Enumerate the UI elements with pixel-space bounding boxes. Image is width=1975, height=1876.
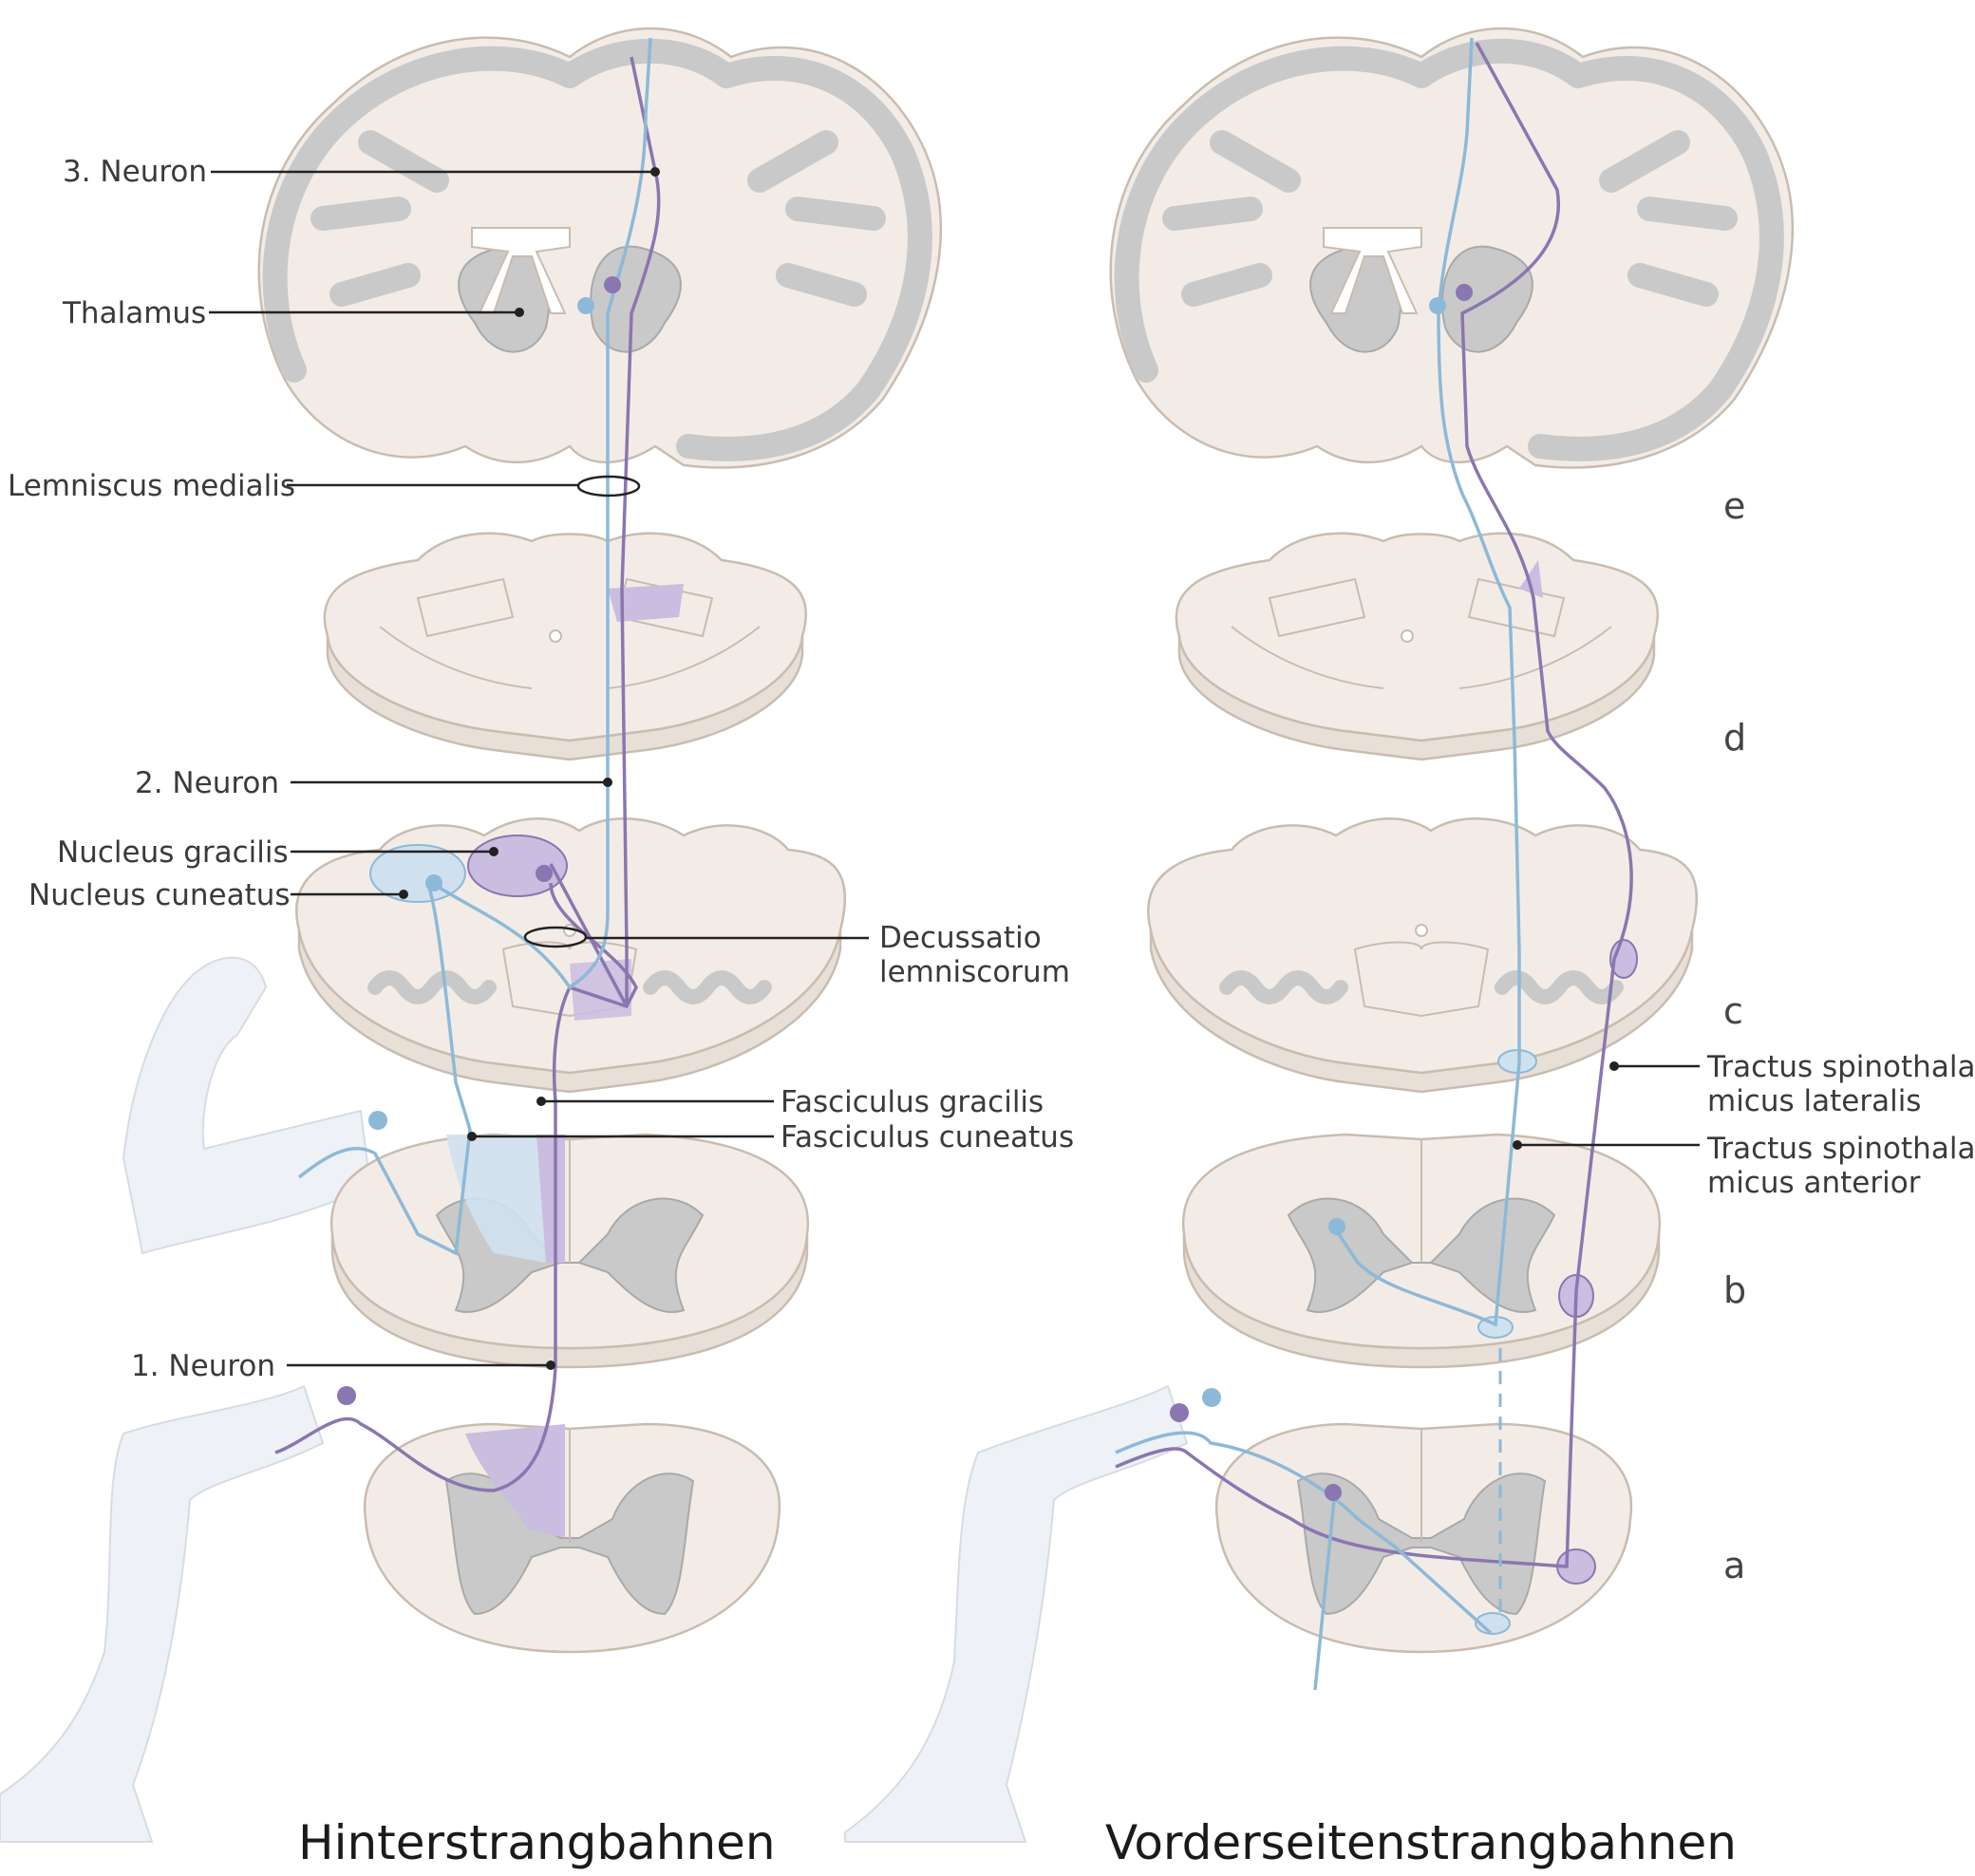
label-nucleus-cuneatus: Nucleus cuneatus	[28, 878, 291, 912]
pons-slice-right	[1175, 532, 1660, 761]
blue-pathway-right	[1115, 37, 1521, 1691]
level-d: d	[1723, 717, 1746, 759]
label-thalamus: Thalamus	[62, 296, 206, 330]
arm-silhouette	[122, 956, 372, 1255]
right-panel-vorderseitenstrangbahnen: Tractus spinothala- micus lateralis Trac…	[844, 28, 1975, 1870]
cervical-cord-slice-right	[1181, 1133, 1662, 1369]
cell-body-blue-thalamus	[577, 297, 594, 314]
brain-slice-left	[259, 28, 941, 467]
label-2-neuron: 2. Neuron	[135, 766, 279, 800]
cell-body-blue-leg-right	[1202, 1388, 1221, 1407]
cell-body-violet-thalamus-right	[1456, 284, 1473, 301]
cell-body-violet-leg	[337, 1386, 356, 1405]
pons-slice-left	[323, 532, 808, 761]
title-vorderseitenstrangbahnen: Vorderseitenstrangbahnen	[1105, 1815, 1737, 1870]
label-decussatio-line2: lemniscorum	[879, 955, 1070, 989]
cell-body-blue-cervical-right	[1328, 1218, 1345, 1235]
level-b: b	[1723, 1269, 1746, 1311]
level-a: a	[1723, 1545, 1745, 1586]
blue-pathway-left	[297, 37, 652, 1256]
cervical-cord-slice-left	[329, 1133, 810, 1369]
label-tractus-lateralis-line1: Tractus spinothala-	[1706, 1050, 1975, 1084]
leg-silhouette-right	[844, 1384, 1189, 1843]
label-3-neuron: 3. Neuron	[63, 155, 207, 189]
label-1-neuron: 1. Neuron	[131, 1349, 275, 1383]
brain-slice-right	[1111, 28, 1793, 467]
cell-body-violet-lumbar-right	[1325, 1484, 1342, 1501]
title-hinterstrangbahnen: Hinterstrangbahnen	[298, 1815, 776, 1870]
label-tractus-anterior-line2: micus anterior	[1707, 1166, 1921, 1200]
fasciculus-gracilis-shape	[536, 1135, 565, 1263]
fasciculus-cuneatus-shape	[446, 1135, 546, 1263]
label-lemniscus-medialis: Lemniscus medialis	[8, 469, 295, 503]
cell-body-blue-thalamus-right	[1429, 297, 1446, 314]
label-fasciculus-gracilis: Fasciculus gracilis	[781, 1085, 1044, 1119]
lumbar-cord-slice-left	[363, 1422, 781, 1654]
label-decussatio-line1: Decussatio	[879, 921, 1042, 955]
pons-lateral-area	[1519, 560, 1543, 598]
cell-body-blue-nucleus	[425, 874, 442, 891]
label-fasciculus-cuneatus: Fasciculus cuneatus	[781, 1120, 1074, 1154]
label-tractus-lateralis-line2: micus lateralis	[1707, 1084, 1921, 1118]
leader-lines-right	[1513, 1061, 1700, 1150]
lemniscus-area-shape	[608, 584, 684, 622]
violet-pathway-right	[1115, 42, 1633, 1568]
cell-body-violet-leg-right	[1170, 1403, 1189, 1422]
cell-body-violet-thalamus	[604, 276, 621, 293]
leader-lines-left	[209, 167, 869, 1370]
level-e: e	[1723, 485, 1745, 527]
cell-body-violet-nucleus	[536, 865, 553, 882]
label-tractus-anterior-line1: Tractus spinothala-	[1706, 1132, 1975, 1166]
leg-silhouette	[0, 1384, 325, 1843]
lemniscus-medialis-marker	[576, 475, 641, 497]
label-nucleus-gracilis: Nucleus gracilis	[57, 835, 289, 870]
left-panel-hinterstrangbahnen: 3. Neuron Thalamus Lemniscus medialis 2.…	[0, 28, 1074, 1870]
level-c: c	[1723, 990, 1743, 1032]
violet-pathway-left	[274, 56, 661, 1492]
cell-body-blue-arm	[368, 1111, 387, 1130]
